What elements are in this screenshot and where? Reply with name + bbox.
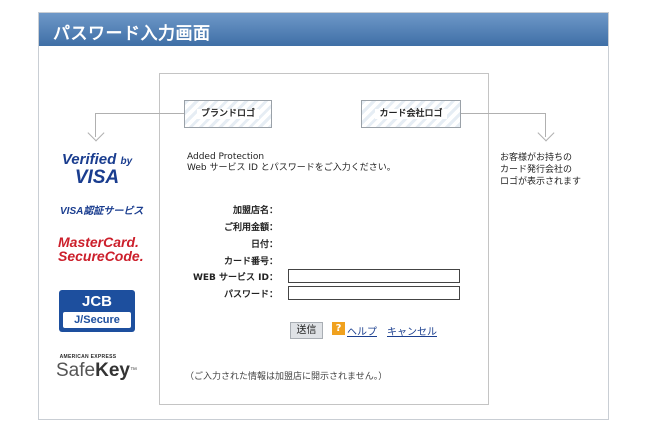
password-label: パスワード：: [223, 290, 278, 300]
safekey-key-text: Key: [95, 360, 130, 381]
card-number-label: カード番号：: [223, 257, 278, 267]
safekey-safe-text: Safe: [56, 360, 96, 381]
help-link[interactable]: ヘルプ: [347, 327, 377, 338]
amex-safekey-logo: AMERICAN EXPRESS SafeKey™: [56, 354, 146, 381]
intro-heading: Added Protection: [187, 152, 265, 162]
visa-verified-text: Verified: [61, 151, 117, 168]
amount-label: ご利用金額：: [223, 223, 278, 233]
send-button[interactable]: 送信: [290, 322, 323, 339]
help-icon[interactable]: ?: [332, 322, 345, 335]
auth-panel: [159, 73, 489, 405]
jcb-wordmark: JCB: [81, 293, 112, 310]
privacy-footnote: （ご入力された情報は加盟店に開示されません。）: [185, 372, 388, 382]
visa-by-text: by: [120, 156, 133, 167]
jsecure-wordmark: J/Secure: [63, 312, 131, 328]
cancel-link[interactable]: キャンセル: [387, 327, 437, 338]
brand-logo-label: ブランドロゴ: [196, 109, 259, 119]
logo-note: お客様がお持ちの カード発行会社の ロゴが表示されます: [500, 152, 581, 188]
visa-wordmark: VISA: [74, 167, 120, 188]
securecode-wordmark: SecureCode.: [58, 248, 144, 264]
web-id-input[interactable]: [288, 269, 460, 283]
left-connector-line: [95, 113, 184, 114]
intro-instruction: Web サービス ID とパスワードをご入力ください。: [187, 163, 396, 173]
logo-note-line: ロゴが表示されます: [500, 177, 582, 187]
brand-logo-placeholder: ブランドロゴ: [184, 100, 272, 128]
password-input[interactable]: [288, 286, 460, 300]
mastercard-wordmark: MasterCard.: [58, 234, 139, 250]
title-bar: パスワード入力画面: [39, 13, 608, 46]
logo-note-line: カード発行会社の: [500, 165, 573, 175]
left-connector-drop: [95, 113, 96, 137]
jcb-jsecure-logo: JCB J/Secure: [59, 290, 135, 332]
verified-by-visa-logo: Verified by VISA: [57, 152, 137, 187]
card-company-logo-label: カード会社ロゴ: [375, 109, 447, 119]
page-title: パスワード入力画面: [53, 24, 211, 44]
web-id-label: WEB サービス ID：: [192, 273, 278, 283]
right-connector-line: [460, 113, 546, 114]
intro-text: Added Protection Web サービス ID とパスワードをご入力く…: [187, 152, 396, 174]
card-company-logo-placeholder: カード会社ロゴ: [361, 100, 461, 128]
right-connector-drop: [545, 113, 546, 137]
trademark-symbol: ™: [129, 367, 137, 374]
date-label: 日付：: [250, 240, 278, 250]
mastercard-securecode-logo: MasterCard. SecureCode.: [58, 234, 144, 264]
logo-note-line: お客様がお持ちの: [500, 153, 573, 163]
amex-wordmark: AMERICAN EXPRESS: [59, 354, 117, 360]
merchant-label: 加盟店名：: [232, 206, 278, 216]
visa-auth-service-logo: VISA認証サービス: [60, 206, 144, 217]
